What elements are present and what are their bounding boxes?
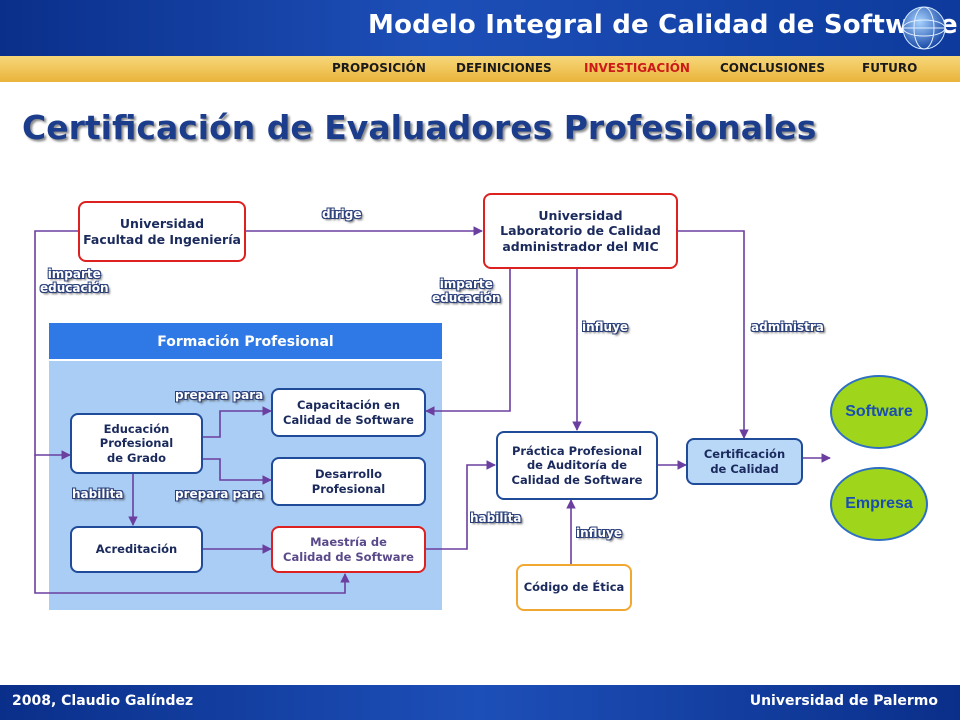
nav-item-conclusiones[interactable]: CONCLUSIONES: [720, 61, 826, 75]
nav-item-investigacion[interactable]: INVESTIGACIÓN: [584, 61, 690, 75]
globe-icon: [902, 6, 946, 50]
node-educacion-line3: de Grado: [106, 450, 167, 465]
app-title: Modelo Integral de Calidad de Software: [368, 10, 958, 40]
node-certificacion: Certificación de Calidad: [686, 438, 803, 485]
label-dirige: dirige: [322, 207, 362, 221]
node-laboratorio-line3: administrador del MIC: [502, 238, 659, 254]
edge-prepara-2: [202, 458, 272, 485]
label-influye-2: influye: [576, 526, 623, 540]
oval-software: Software: [830, 375, 928, 449]
label-imparte-educacion-2: imparte educación: [432, 277, 501, 306]
edge-imparte-right: [425, 268, 511, 416]
label-administra: administra: [751, 320, 824, 334]
label-influye-1: influye: [582, 320, 629, 334]
node-practica-profesional: Práctica Profesional de Auditoría de Cal…: [496, 431, 658, 500]
edge-left-to-maestria: [34, 455, 350, 594]
header-bar: Modelo Integral de Calidad de Software: [0, 0, 960, 56]
label-habilita-2: habilita: [470, 511, 522, 525]
nav-bar: PROPOSICIÓN DEFINICIONES INVESTIGACIÓN C…: [0, 56, 960, 82]
label-prepara-para-2: prepara para: [175, 487, 264, 501]
node-educacion-line2: Profesional: [99, 436, 174, 451]
label-imparte-2b: educación: [432, 290, 501, 305]
nav-item-definiciones[interactable]: DEFINICIONES: [456, 61, 552, 75]
node-educacion-profesional: Educación Profesional de Grado: [70, 413, 203, 474]
label-habilita-1: habilita: [72, 487, 124, 501]
node-universidad-laboratorio: Universidad Laboratorio de Calidad admin…: [483, 193, 678, 269]
node-laboratorio-line2: Laboratorio de Calidad: [500, 223, 661, 239]
label-prepara-para-1: prepara para: [175, 388, 264, 402]
edge-habilita-2: [426, 460, 496, 550]
node-maestria: Maestría de Calidad de Software: [271, 526, 426, 573]
edge-administra: [678, 230, 749, 439]
node-capacitacion-line1: Capacitación en: [296, 398, 401, 413]
node-maestria-line2: Calidad de Software: [283, 549, 414, 564]
node-universidad-facultad-line1: Universidad: [119, 215, 205, 231]
oval-empresa: Empresa: [830, 467, 928, 541]
footer-author: 2008, Claudio Galíndez: [12, 693, 194, 709]
label-imparte-1a: imparte: [47, 267, 101, 281]
node-capacitacion: Capacitación en Calidad de Software: [271, 388, 426, 437]
node-codigo-etica: Código de Ética: [516, 564, 632, 611]
label-imparte-1b: educación: [40, 280, 109, 295]
node-certificacion-line2: de Calidad: [710, 461, 779, 476]
footer-bar: 2008, Claudio Galíndez Universidad de Pa…: [0, 685, 960, 720]
node-desarrollo-line1: Desarrollo: [315, 467, 382, 482]
edge-imparte-left: [34, 230, 78, 460]
node-capacitacion-line2: Calidad de Software: [283, 412, 414, 427]
node-laboratorio-line1: Universidad: [538, 207, 623, 223]
page-title: Certificación de Evaluadores Profesional…: [22, 108, 817, 147]
node-practica-line3: Calidad de Software: [511, 472, 643, 487]
node-educacion-line1: Educación: [103, 421, 170, 436]
node-maestria-line1: Maestría de: [310, 535, 387, 550]
nav-item-futuro[interactable]: FUTURO: [862, 61, 918, 75]
label-imparte-2a: imparte: [439, 277, 493, 291]
node-practica-line1: Práctica Profesional: [511, 443, 643, 458]
label-imparte-educacion-1: imparte educación: [40, 267, 109, 296]
node-certificacion-line1: Certificación: [703, 447, 786, 462]
node-acreditacion: Acreditación: [70, 526, 203, 573]
node-universidad-facultad: Universidad Facultad de Ingeniería: [78, 201, 246, 262]
edge-prepara-1: [202, 406, 272, 438]
node-practica-line2: de Auditoría de: [526, 458, 628, 473]
footer-institution: Universidad de Palermo: [749, 693, 938, 709]
formacion-panel-header: Formación Profesional: [49, 323, 442, 361]
node-universidad-facultad-line2: Facultad de Ingeniería: [83, 231, 241, 247]
node-desarrollo-line2: Profesional: [311, 481, 386, 496]
nav-item-proposicion[interactable]: PROPOSICIÓN: [332, 61, 426, 75]
node-desarrollo: Desarrollo Profesional: [271, 457, 426, 506]
